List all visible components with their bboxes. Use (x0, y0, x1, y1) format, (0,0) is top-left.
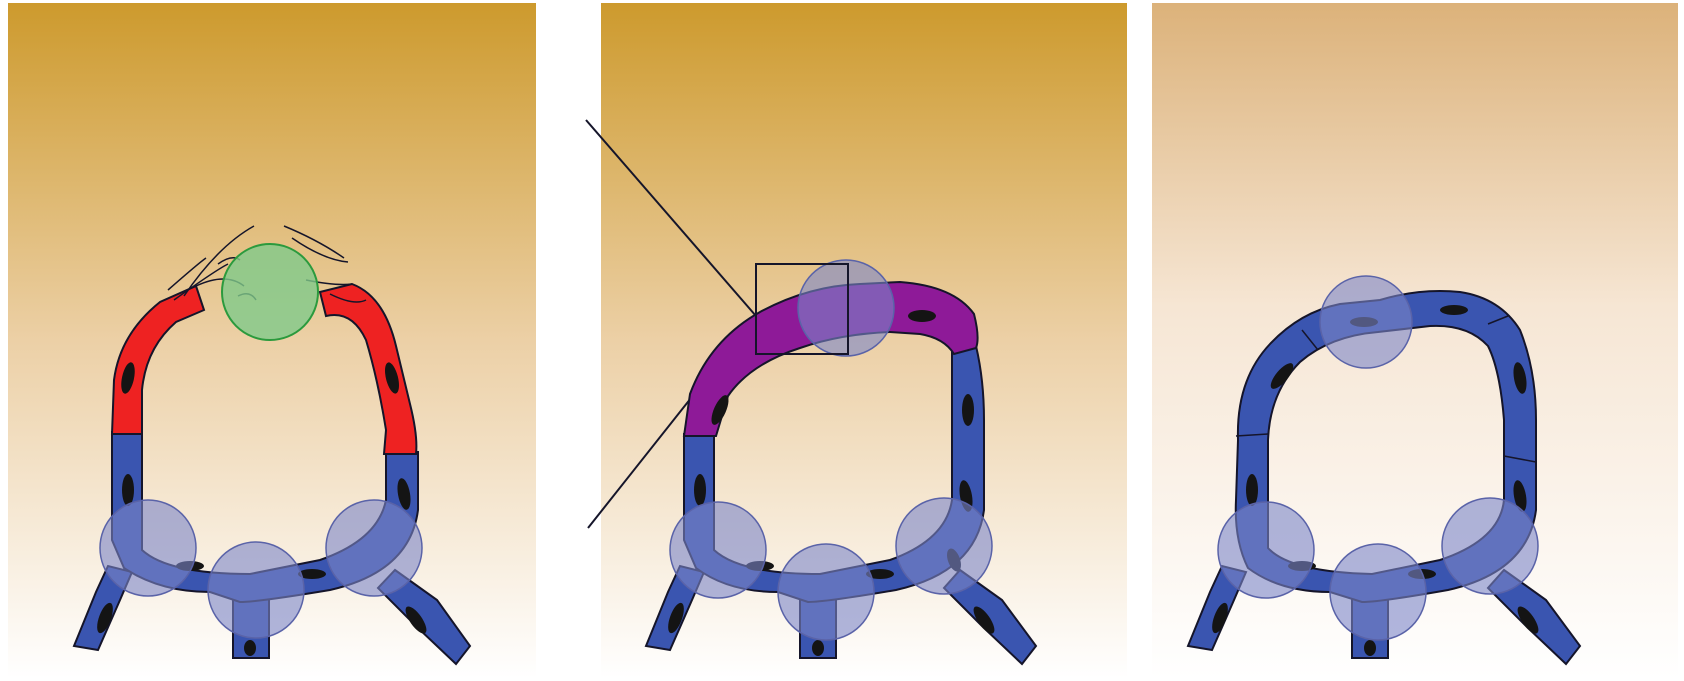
guide-cell (222, 244, 318, 340)
